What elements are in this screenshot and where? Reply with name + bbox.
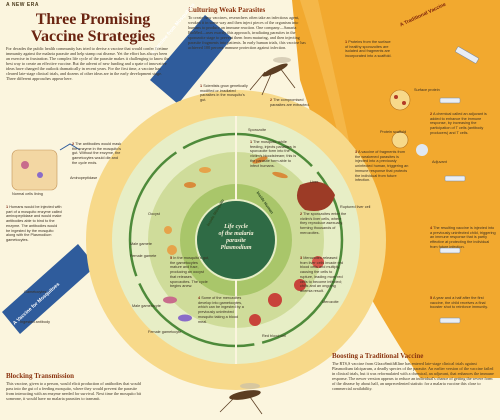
culture-step-2-text: The compromised parasites are extracted. [270,98,310,107]
trad-step-4: 4 The resulting vaccine is injected into… [430,226,496,286]
traditional-vaccine-panel [292,0,500,378]
trad-step-5-text: A year and a half after the first vaccin… [430,296,488,310]
trad-step-2-num: 2 [430,112,433,116]
cycle-step-1-num: 1 [250,140,253,144]
culture-step-2: 2 The compromised parasites are extracte… [270,98,316,118]
liver-shape [296,181,335,211]
label-merozoite: Merozoite [322,300,339,304]
trad-step-4-text: The resulting vaccine is injected into a… [430,226,496,249]
gametocyte-shapes [163,226,192,322]
cycle-step-1-text: The mosquito, while feeding, injects par… [250,140,297,168]
vaccine-for-mosquitoes-banner [2,244,96,334]
culture-step-1-num: 1 [200,84,203,88]
section-eyebrow: A NEW ERA [6,2,39,8]
center-line-2: of the malaria [218,231,254,237]
life-cycle-title: Life cycle of the malaria parasite Plasm… [200,224,272,252]
cycle-step-2-num: 2 [300,212,303,216]
cycle-step-4: 4 Some of the merozoites develop into ga… [198,296,244,336]
cycle-step-3-text: Merozoites released from liver cells inv… [300,256,344,293]
cycle-step-4-num: 4 [198,296,201,300]
blocking-step-2: 2 The antibodies would mask the enzyme i… [72,142,122,174]
trad-step-3: 3 A vaccine of fragments from the weaken… [355,150,411,212]
mosquito-gut-illustration [11,143,81,191]
culturing-heading: Culturing Weak Parasites [188,6,266,14]
culture-step-1: 1 Scientists grow genetically modified o… [200,84,248,112]
culturing-text: To create new vaccines, researchers ofte… [188,15,306,50]
cycle-step-5-text: In the mosquito's gut, the gametocytes m… [170,256,210,289]
label-liver: Liver [310,180,319,184]
cycle-step-4-text: Some of the merozoites develop into game… [198,296,244,324]
cycle-step-5: 5 In the mosquito's gut, the gametocytes… [170,256,210,292]
blocking-step-1-num: 1 [6,205,9,209]
label-male-gametocyte: Male gametocyte [132,304,161,308]
cycle-step-3: 3 Merozoites released from liver cells i… [300,256,344,300]
blocking-step-1-text: Humans would be injected with part of a … [6,205,62,242]
cycle-step-1: 1 The mosquito, while feeding, injects p… [250,140,300,176]
sporozoite-shapes [184,156,288,188]
culture-step-1-text: Scientists grow genetically modified or … [200,84,248,103]
vaccine-from-mosquitoes-banner [150,15,232,104]
center-line-1: Life cycle [224,224,248,230]
trad-step-1: 1 Proteins from the surface of healthy s… [345,40,393,80]
title-line-2: Vaccine Strategies [30,28,156,45]
blocking-step-1: 1 Humans would be injected with part of … [6,205,62,285]
trad-step-2: 2 A chemical called an adjuvant is added… [430,112,496,162]
label-protein-scaffold: Protein scaffold [380,130,407,134]
culture-step-2-num: 2 [270,98,273,102]
label-gametocytes: Gametocytes [24,290,47,294]
blocking-step-2-num: 2 [72,142,75,146]
trad-step-3-num: 3 [355,150,358,154]
blocking-heading: Blocking Transmission [6,372,75,380]
red-blood-cells [249,256,324,326]
blocking-text: This vaccine, given to a person, would e… [6,381,142,401]
label-red-blood-cell: Red blood cell [262,334,287,338]
label-aminopeptidase: Aminopeptidase [70,176,98,180]
intro-paragraph: For decades the public health community … [6,46,170,81]
trad-step-1-num: 1 [345,40,348,44]
label-surface-protein: Surface protein [414,88,440,92]
trad-step-1-text: Proteins from the surface of healthy spo… [345,40,392,59]
title-line-1: Three Promising [35,11,151,28]
label-normal-cell: Normal cells lining [12,192,43,196]
label-adjuvant: Adjuvant [432,160,447,164]
trad-step-5-num: 5 [430,296,433,300]
cycle-step-3-num: 3 [300,256,303,260]
blocking-step-2-text: The antibodies would mask the enzyme in … [72,142,122,165]
boosting-heading: Boosting a Traditional Vaccine [332,352,424,360]
label-female-gamete: Female gamete [130,254,157,258]
cycle-step-2: 2 The sporozoites enter the victim's liv… [300,212,348,246]
trad-step-2-text: A chemical called an adjuvant is added t… [430,112,487,135]
protein-scaffold-illustration [389,89,428,156]
label-ingested-antibody: Ingested antibody [20,320,50,324]
label-oocyst: Oocyst [148,212,160,216]
page-title: Three Promising Vaccine Strategies [28,11,158,45]
boosting-text: The RTS,S vaccine from GlaxoSmithKline h… [332,361,494,391]
syringe-illustrations [439,46,479,324]
trad-step-5: 5 A year and a half after the first vacc… [430,296,496,330]
label-female-gametocyte: Female gametocyte [148,330,182,334]
mosquito-illustration-top [249,57,296,96]
center-line-4: Plasmodium [220,245,252,251]
label-male-gamete: Male gamete [130,242,152,246]
trad-step-3-text: A vaccine of fragments from the weakened… [355,150,409,183]
label-ruptured-liver-cell: Ruptured liver cell [340,205,371,209]
cycle-step-2-text: The sporozoites enter the victim's liver… [300,212,347,235]
cycle-step-5-num: 5 [170,256,173,260]
center-line-3: parasite [226,238,246,244]
trad-step-4-num: 4 [430,226,433,230]
mosquito-illustration-bottom [219,383,263,415]
label-sporozoite: Sporozoite [248,128,267,132]
